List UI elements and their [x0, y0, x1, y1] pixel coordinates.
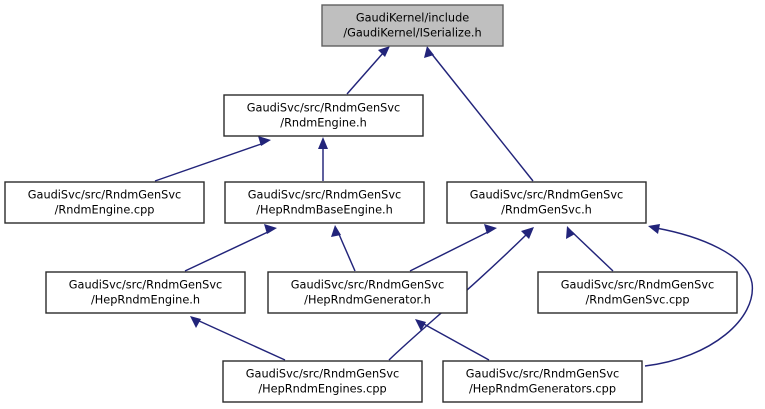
nodes-layer: GaudiKernel/include/GaudiKernel/ISeriali…: [4, 4, 738, 403]
node-box[interactable]: [267, 271, 468, 314]
node-label-line2: /GaudiKernel/ISerialize.h: [343, 27, 481, 40]
arrow-head-icon: [648, 224, 660, 234]
node-box[interactable]: [222, 360, 423, 403]
arrow-head-icon: [415, 319, 426, 331]
node-label-line1: GaudiSvc/src/RndmGenSvc: [69, 279, 222, 292]
node-rndmgensvc_h[interactable]: GaudiSvc/src/RndmGenSvc/RndmGenSvc.h: [446, 181, 647, 224]
node-label-line2: /RndmGenSvc.cpp: [585, 294, 689, 307]
edge-line: [346, 51, 385, 95]
node-box[interactable]: [223, 94, 424, 137]
edge-rndmgensvc_cpp-to-rndmgensvc_h: [566, 226, 614, 272]
node-rndmengine_cpp[interactable]: GaudiSvc/src/RndmGenSvc/RndmEngine.cpp: [4, 181, 205, 224]
node-box[interactable]: [224, 181, 425, 224]
node-label-line2: /HepRndmGenerator.h: [304, 294, 431, 307]
edge-heprndmbaseengine_h-to-rndmengine_h: [318, 137, 328, 181]
arrow-head-icon: [190, 316, 201, 328]
node-heprndmgenerator_h[interactable]: GaudiSvc/src/RndmGenSvc/HepRndmGenerator…: [267, 271, 468, 314]
node-label-line1: GaudiSvc/src/RndmGenSvc: [247, 102, 400, 115]
node-box[interactable]: [321, 4, 504, 47]
node-box[interactable]: [537, 271, 738, 314]
edge-rndmgensvc_h-to-iserialize: [424, 46, 534, 182]
edge-heprndmgenerator_h-to-heprndmbaseengine_h: [331, 225, 356, 272]
arrow-head-icon: [378, 46, 390, 57]
edge-line: [337, 231, 356, 272]
arrow-head-icon: [331, 225, 341, 237]
node-label-line1: GaudiSvc/src/RndmGenSvc: [248, 189, 401, 202]
node-heprndmgenerators_cpp[interactable]: GaudiSvc/src/RndmGenSvc/HepRndmGenerator…: [442, 360, 643, 403]
edge-line: [196, 319, 286, 361]
arrow-head-icon: [264, 224, 277, 234]
node-label-line1: GaudiSvc/src/RndmGenSvc: [28, 189, 181, 202]
node-label-line2: /RndmEngine.cpp: [55, 204, 155, 217]
node-label-line1: GaudiSvc/src/RndmGenSvc: [470, 189, 623, 202]
arrow-head-icon: [258, 136, 271, 146]
edge-rndmengine_cpp-to-rndmengine_h: [154, 136, 271, 182]
edge-heprndmgenerators_cpp-to-rndmgensvc_h: [644, 224, 754, 367]
edges-layer: [154, 46, 754, 367]
edge-line: [409, 230, 491, 272]
arrow-head-icon: [521, 227, 534, 239]
node-label-line2: /RndmEngine.h: [280, 117, 366, 130]
edge-line: [571, 231, 614, 272]
edge-line: [430, 52, 534, 182]
arrow-head-icon: [424, 46, 434, 58]
node-heprndmengine_h[interactable]: GaudiSvc/src/RndmGenSvc/HepRndmEngine.h: [45, 271, 246, 314]
node-box[interactable]: [446, 181, 647, 224]
node-label-line1: GaudiSvc/src/RndmGenSvc: [466, 368, 619, 381]
edge-rndmengine_h-to-iserialize: [346, 46, 390, 95]
edge-line: [184, 230, 271, 272]
edge-heprndmgenerators_cpp-to-heprndmgenerator_h: [415, 319, 490, 361]
node-label-line2: /RndmGenSvc.h: [501, 204, 592, 217]
node-label-line1: GaudiSvc/src/RndmGenSvc: [291, 279, 444, 292]
edge-heprndmengines_cpp-to-heprndmengine_h: [190, 316, 286, 361]
node-label-line1: GaudiKernel/include: [356, 12, 469, 25]
node-iserialize[interactable]: GaudiKernel/include/GaudiKernel/ISeriali…: [321, 4, 504, 47]
node-label-line1: GaudiSvc/src/RndmGenSvc: [561, 279, 714, 292]
arrow-head-icon: [484, 224, 497, 234]
node-label-line1: GaudiSvc/src/RndmGenSvc: [246, 368, 399, 381]
arrow-head-icon: [566, 226, 575, 239]
arrow-head-icon: [318, 137, 328, 149]
node-rndmgensvc_cpp[interactable]: GaudiSvc/src/RndmGenSvc/RndmGenSvc.cpp: [537, 271, 738, 314]
node-label-line2: /HepRndmGenerators.cpp: [469, 383, 616, 396]
node-label-line2: /HepRndmBaseEngine.h: [256, 204, 393, 217]
edge-line: [644, 227, 754, 367]
edge-line: [421, 322, 490, 361]
node-box[interactable]: [4, 181, 205, 224]
edge-heprndmengine_h-to-heprndmbaseengine_h: [184, 224, 277, 272]
edge-heprndmgenerator_h-to-rndmgensvc_h: [409, 224, 497, 272]
node-heprndmengines_cpp[interactable]: GaudiSvc/src/RndmGenSvc/HepRndmEngines.c…: [222, 360, 423, 403]
node-box[interactable]: [442, 360, 643, 403]
node-heprndmbaseengine_h[interactable]: GaudiSvc/src/RndmGenSvc/HepRndmBaseEngin…: [224, 181, 425, 224]
edge-line: [154, 142, 265, 182]
node-label-line2: /HepRndmEngine.h: [91, 294, 200, 307]
node-label-line2: /HepRndmEngines.cpp: [258, 383, 386, 396]
node-box[interactable]: [45, 271, 246, 314]
node-rndmengine_h[interactable]: GaudiSvc/src/RndmGenSvc/RndmEngine.h: [223, 94, 424, 137]
